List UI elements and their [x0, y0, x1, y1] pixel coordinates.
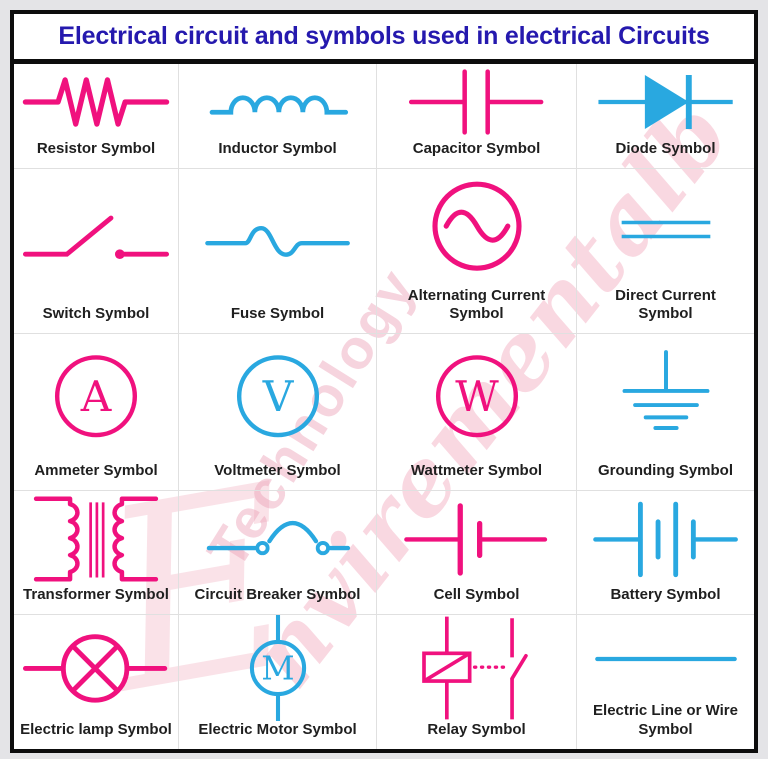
cell-diode: Diode Symbol — [577, 64, 754, 169]
wattmeter-letter: W — [455, 372, 499, 421]
fuse-symbol-icon — [204, 226, 350, 257]
symbol-label: Alternating Current Symbol — [407, 286, 546, 323]
cell-electric-line: Electric Line or Wire Symbol — [577, 615, 754, 749]
ammeter-letter: A — [80, 372, 112, 421]
cell-battery: Battery Symbol — [577, 491, 754, 615]
transformer-symbol-icon — [33, 496, 159, 582]
symbol-label: Voltmeter Symbol — [214, 462, 341, 480]
symbol-label: Electric Motor Symbol — [198, 721, 357, 738]
symbol-label: Grounding Symbol — [598, 462, 733, 480]
electric-line-symbol-icon — [594, 656, 737, 661]
capacitor-symbol-icon — [408, 69, 543, 135]
motor-letter: M — [261, 649, 294, 687]
voltmeter-letter: V — [261, 372, 294, 421]
cell-cell: Cell Symbol — [377, 491, 577, 615]
symbol-label: Electric Line or Wire Symbol — [593, 702, 738, 738]
electric-lamp-symbol-icon — [22, 634, 168, 703]
cell-electric-lamp: Electric lamp Symbol — [14, 615, 179, 749]
wattmeter-symbol-icon: W — [435, 355, 518, 438]
symbol-label: Cell Symbol — [433, 586, 520, 604]
circuit-breaker-symbol-icon — [206, 520, 350, 555]
diode-symbol-icon — [597, 75, 733, 130]
cell-switch: Switch Symbol — [14, 169, 179, 334]
symbol-label: Battery Symbol — [610, 586, 721, 604]
electric-motor-symbol-icon: M — [249, 615, 306, 721]
symbol-label: Electric lamp Symbol — [20, 721, 172, 738]
symbol-label: Direct Current Symbol — [615, 286, 716, 323]
cell-inductor: Inductor Symbol — [179, 64, 377, 169]
cell-wattmeter: W Wattmeter Symbol — [377, 334, 577, 491]
cell-grounding: Grounding Symbol — [577, 334, 754, 491]
switch-symbol-icon — [22, 215, 170, 260]
title-bar: Electrical circuit and symbols used in e… — [14, 14, 754, 64]
alternating-current-symbol-icon — [431, 181, 522, 271]
symbol-label: Fuse Symbol — [230, 305, 325, 323]
cell-direct-current: Direct Current Symbol — [577, 169, 754, 334]
cell-ammeter: A Ammeter Symbol — [14, 334, 179, 491]
resistor-symbol-icon — [22, 77, 170, 127]
cell-alternating-current: Alternating Current Symbol — [377, 169, 577, 334]
ammeter-symbol-icon: A — [54, 355, 138, 438]
symbol-label: Switch Symbol — [42, 305, 150, 323]
cell-circuit-breaker: Circuit Breaker Symbol — [179, 491, 377, 615]
symbol-label: Ammeter Symbol — [34, 462, 158, 480]
poster-frame: Electrical circuit and symbols used in e… — [10, 10, 758, 753]
cell-fuse: Fuse Symbol — [179, 169, 377, 334]
symbol-label: Transformer Symbol — [23, 586, 169, 604]
grounding-symbol-icon — [622, 350, 709, 431]
cell-transformer: Transformer Symbol — [14, 491, 179, 615]
symbol-label: Relay Symbol — [427, 721, 526, 738]
symbol-label: Wattmeter Symbol — [410, 462, 543, 480]
battery-symbol-icon — [592, 501, 738, 577]
cell-electric-motor: M Electric Motor Symbol — [179, 615, 377, 749]
cell-symbol-icon — [403, 502, 547, 576]
symbol-label: Diode Symbol — [615, 140, 716, 158]
cell-resistor: Resistor Symbol — [14, 64, 179, 169]
cell-capacitor: Capacitor Symbol — [377, 64, 577, 169]
page-title: Electrical circuit and symbols used in e… — [58, 22, 710, 50]
symbol-label: Inductor Symbol — [218, 140, 337, 158]
relay-symbol-icon — [421, 616, 528, 720]
symbol-label: Circuit Breaker Symbol — [194, 586, 361, 604]
symbol-label: Capacitor Symbol — [412, 140, 541, 158]
cell-voltmeter: V Voltmeter Symbol — [179, 334, 377, 491]
cell-relay: Relay Symbol — [377, 615, 577, 749]
symbol-grid: Resistor Symbol Inductor Symbol Capacito… — [14, 64, 754, 749]
inductor-symbol-icon — [209, 95, 348, 115]
symbol-label: Resistor Symbol — [36, 140, 156, 158]
direct-current-symbol-icon — [621, 220, 710, 239]
voltmeter-symbol-icon: V — [236, 355, 319, 438]
